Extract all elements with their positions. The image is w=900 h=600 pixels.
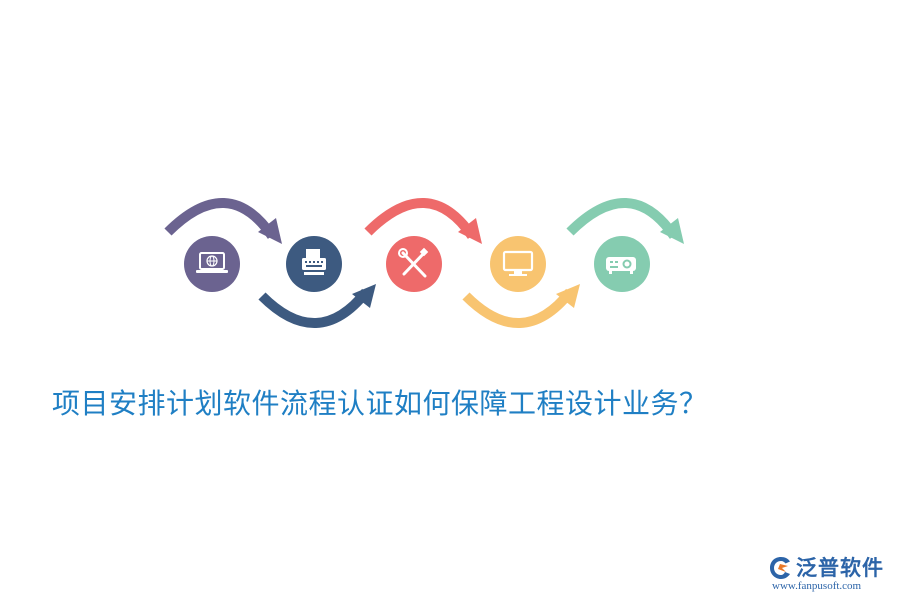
page-title: 项目安排计划软件流程认证如何保障工程设计业务？ [52,387,708,420]
brand-name: 泛普软件 [796,556,884,580]
arrow-arc-1 [164,198,282,244]
step-circle-2 [286,236,342,292]
laptop-globe-icon [196,252,228,273]
printer-icon [302,249,326,275]
step-circle-5 [594,236,650,292]
step-circle-1 [184,236,240,292]
arrow-arc-2 [258,284,376,328]
arrow-arc-4 [462,284,580,328]
arrow-arc-5 [566,198,684,244]
brand-url: www.fanpusoft.com [772,580,862,592]
tools-icon [398,247,429,278]
process-flow-graphic [164,198,684,328]
monitor-icon [502,250,534,276]
brand-watermark[interactable]: 泛普软件 www.fanpusoft.com [768,552,892,596]
step-circle-3 [386,236,442,292]
brand-logo-icon [770,557,790,579]
arrow-arc-3 [364,198,482,244]
projector-icon [606,257,636,274]
step-circle-4 [490,236,546,292]
